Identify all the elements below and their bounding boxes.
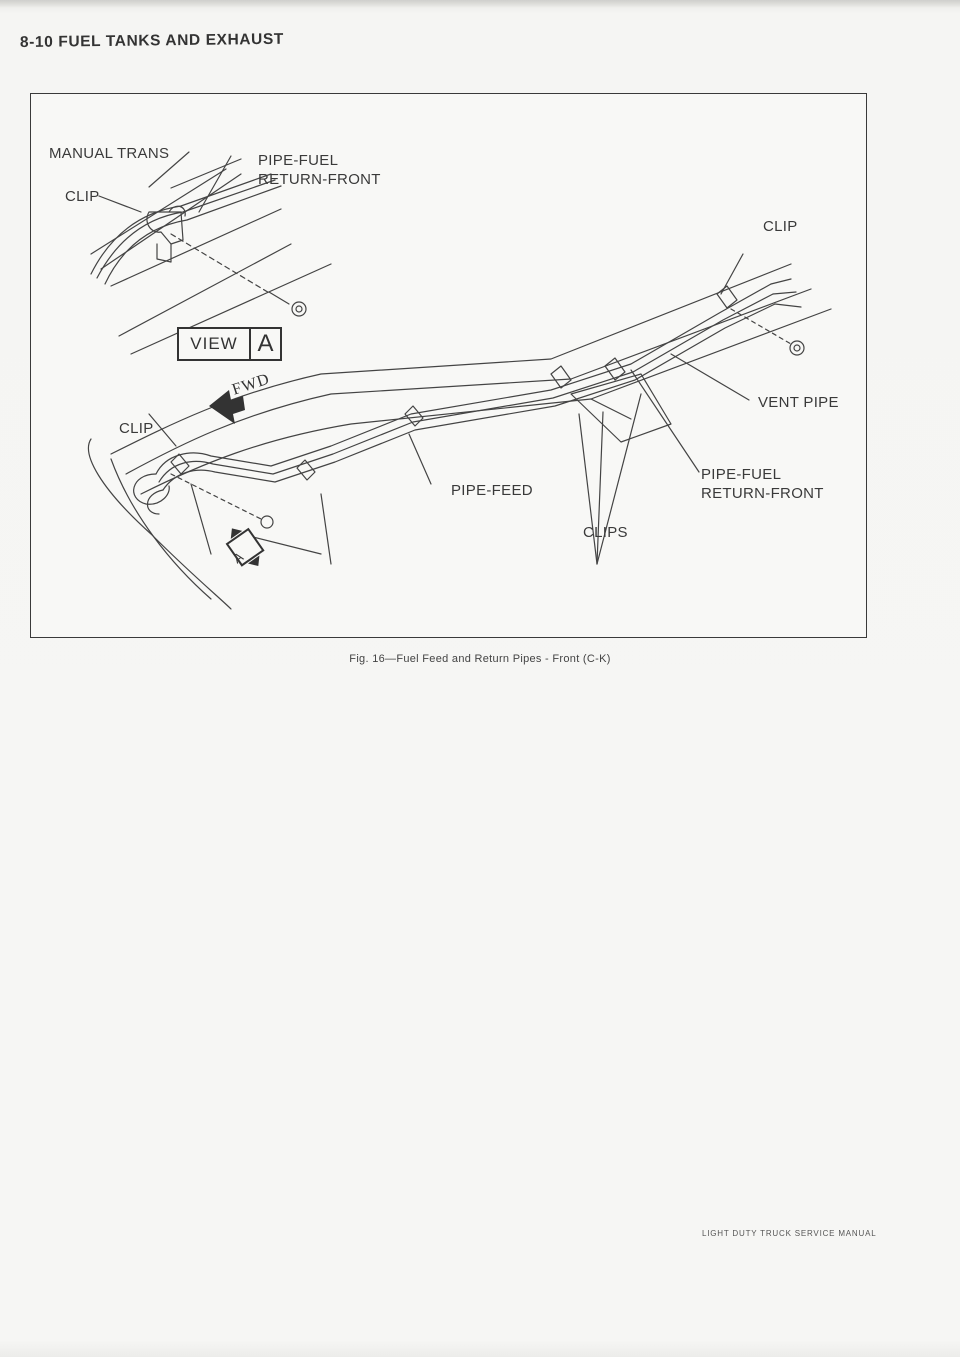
figure-frame: MANUAL TRANS CLIP PIPE-FUEL RETURN-FRONT…: [30, 93, 867, 638]
label-clip-top-right: CLIP: [763, 218, 798, 235]
label-pipe-feed: PIPE-FEED: [451, 482, 533, 499]
label-clip-left: CLIP: [119, 420, 154, 437]
label-pipe-fuel-top-1: PIPE-FUEL: [258, 152, 339, 169]
page-header: 8-10 FUEL TANKS AND EXHAUST: [19, 30, 285, 51]
view-a-callout: VIEW A: [177, 327, 282, 361]
view-word: VIEW: [179, 329, 251, 359]
label-pipe-fuel-top-2: RETURN-FRONT: [258, 171, 381, 188]
label-clips: CLIPS: [583, 524, 628, 541]
fuel-pipe-illustration: [87, 151, 832, 610]
view-letter: A: [257, 330, 274, 357]
label-pipe-fuel-bottom-1: PIPE-FUEL: [701, 466, 782, 483]
page-footer: LIGHT DUTY TRUCK SERVICE MANUAL: [702, 1229, 877, 1238]
page-top-edge: [0, 0, 960, 8]
label-vent-pipe: VENT PIPE: [758, 394, 839, 411]
label-clip-top-left: CLIP: [65, 188, 100, 205]
label-pipe-fuel-bottom-2: RETURN-FRONT: [701, 485, 824, 502]
label-manual-trans: MANUAL TRANS: [49, 145, 170, 162]
figure-caption: Fig. 16—Fuel Feed and Return Pipes - Fro…: [349, 653, 611, 665]
